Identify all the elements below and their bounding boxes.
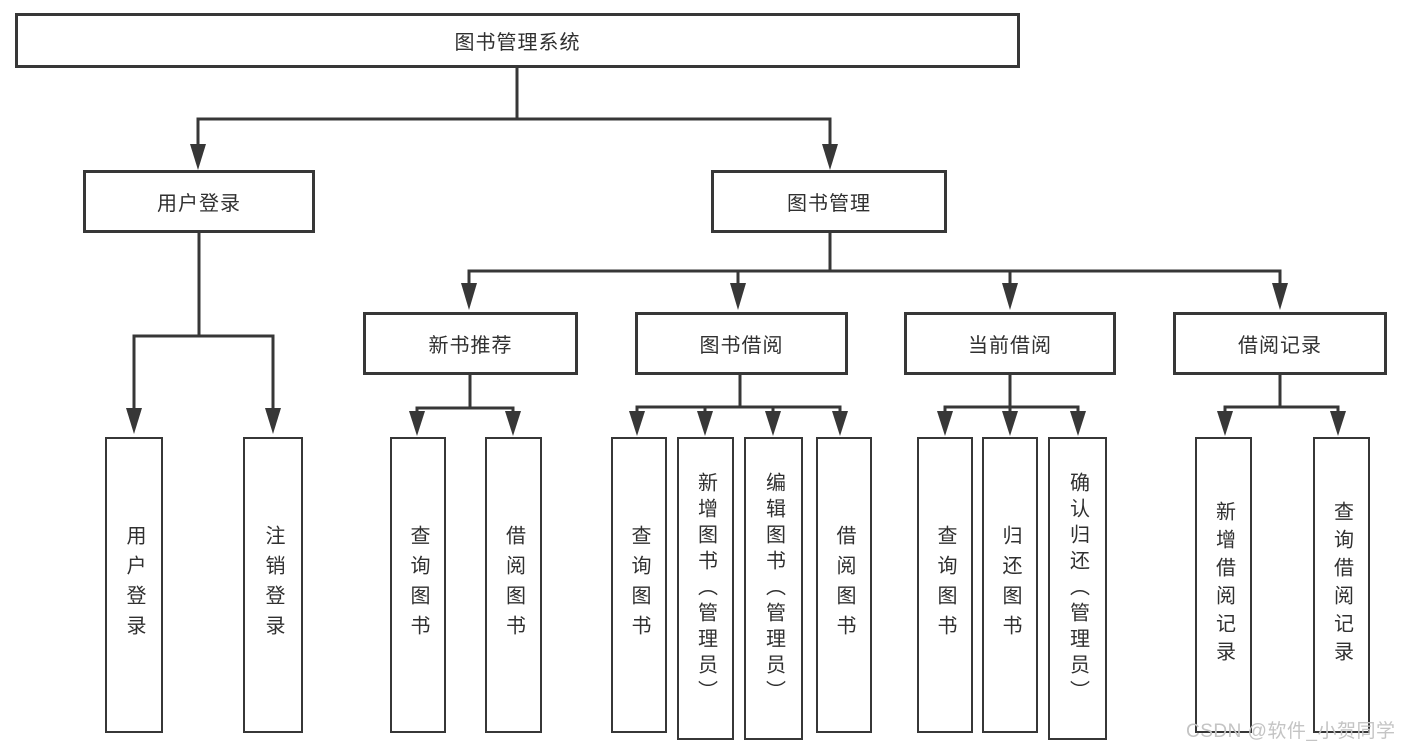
node-borrow-records: 借阅记录 [1173, 312, 1387, 375]
node-book-mgmt-label: 图书管理 [787, 193, 871, 215]
node-user-login-label: 用户登录 [157, 193, 241, 215]
node-book-mgmt: 图书管理 [711, 170, 947, 233]
leaf-return-books: 归还图书 [982, 437, 1038, 733]
leaf-borrow-query-books: 查询图书 [611, 437, 667, 733]
node-current-borrow: 当前借阅 [904, 312, 1116, 375]
arrowheads [126, 144, 1346, 436]
leaf-current-query-books: 查询图书 [917, 437, 973, 733]
node-current-borrow-label: 当前借阅 [968, 335, 1052, 357]
node-user-login: 用户登录 [83, 170, 315, 233]
leaf-newbooks-borrow-books: 借阅图书 [485, 437, 542, 733]
node-new-books: 新书推荐 [363, 312, 578, 375]
node-root-label: 图书管理系统 [454, 32, 581, 54]
leaf-query-borrow-record: 查询借阅记录 [1313, 437, 1370, 733]
node-borrow-records-label: 借阅记录 [1238, 335, 1322, 357]
leaf-newbooks-query-books: 查询图书 [390, 437, 446, 733]
leaf-user-login: 用户登录 [105, 437, 163, 733]
node-root: 图书管理系统 [15, 13, 1020, 68]
leaf-add-borrow-record: 新增借阅记录 [1195, 437, 1252, 733]
node-new-books-label: 新书推荐 [428, 335, 513, 357]
leaf-edit-books-admin: 编辑图书（管理员） [744, 437, 803, 740]
node-book-borrow-label: 图书借阅 [699, 335, 784, 357]
leaf-borrow-borrow-books: 借阅图书 [816, 437, 872, 733]
leaf-logout: 注销登录 [243, 437, 303, 733]
leaf-confirm-return-admin: 确认归还（管理员） [1048, 437, 1107, 740]
node-book-borrow: 图书借阅 [635, 312, 848, 375]
csdn-watermark: CSDN @软件_小贺同学 [1186, 721, 1396, 742]
leaf-add-books-admin: 新增图书（管理员） [677, 437, 734, 740]
